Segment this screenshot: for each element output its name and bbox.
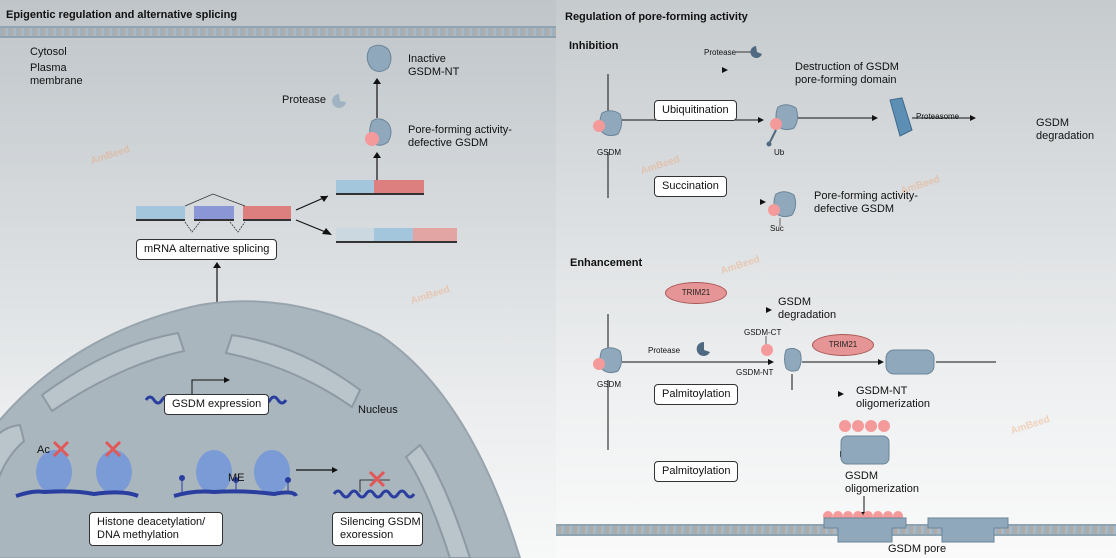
inhibition-heading: Inhibition	[569, 40, 619, 52]
enhancement-degradation-1: GSDM	[778, 296, 811, 308]
histone-line-1: Histone deacetylation/	[97, 516, 206, 528]
epigenetic-panel: Epigentic regulation and alternative spl…	[0, 0, 556, 558]
inhibition-arrows	[593, 46, 976, 226]
gsdm-nt-label: GSDM-NT	[736, 368, 774, 377]
splicing-lines	[184, 193, 332, 235]
oligomerization-2: oligomerization	[845, 483, 919, 495]
inhibition-gsdm-label: GSDM	[597, 148, 621, 157]
plasma-label: Plasma	[30, 62, 67, 74]
inactive-gsdm-nt-icon	[366, 44, 392, 72]
chromatin-structures	[15, 440, 416, 499]
spliced-mrna-2-exon-red	[413, 228, 457, 243]
gsdm-ct-label: GSDM-CT	[744, 328, 782, 337]
palmitoylation-box-2: Palmitoylation	[654, 461, 739, 482]
enhancement-heading: Enhancement	[570, 257, 643, 269]
nucleus-label: Nucleus	[358, 404, 398, 416]
nt-oligomerization-1: GSDM-NT	[856, 385, 908, 397]
gsdm-expression-box: GSDM expression	[164, 394, 270, 415]
pre-mrna-exon-1	[136, 206, 185, 221]
plasma-membrane	[0, 26, 556, 38]
spliced-mrna-2-exon-blue	[374, 228, 413, 243]
nucleus-shape	[0, 300, 522, 558]
spliced-mrna-1-exon-blue	[336, 180, 374, 195]
silencing-line-1: Silencing GSDM	[340, 516, 421, 528]
trim21-oval-top: TRIM21	[665, 282, 727, 304]
spliced-mrna-2-exon-grey	[336, 228, 374, 243]
destruction-label-2: pore-forming domain	[795, 74, 897, 86]
succination-box: Succination	[654, 176, 727, 197]
proteasome-label: Proteasome	[916, 112, 960, 121]
histone-box: Histone deacetylation/ DNA methylation	[89, 512, 223, 546]
pre-mrna-exon-2	[194, 206, 234, 221]
spliced-mrna-1-exon-red	[374, 180, 424, 195]
right-panel-title: Regulation of pore-forming activity	[565, 11, 748, 23]
defective-label-2: defective GSDM	[408, 137, 489, 149]
defective-gsdm-icon	[365, 118, 392, 146]
membrane-label: membrane	[30, 75, 83, 87]
inhibition-protease-label: Protease	[704, 48, 737, 57]
left-panel-title: Epigentic regulation and alternative spl…	[6, 9, 238, 21]
inactive-label-1: Inactive	[408, 53, 446, 65]
inhibition-degradation-2: degradation	[1036, 130, 1095, 142]
pore-regulation-panel: Regulation of pore-forming activity Inhi…	[556, 0, 1116, 558]
inhibition-defective-2: defective GSDM	[814, 203, 895, 215]
enhancement-degradation-2: degradation	[778, 309, 837, 321]
ubiquitination-box: Ubiquitination	[654, 100, 737, 121]
nt-oligomerization-2: oligomerization	[856, 398, 930, 410]
protease-label: Protease	[282, 94, 327, 106]
oligomerization-1: GSDM	[845, 470, 878, 482]
inactive-label-2: GSDM-NT	[408, 66, 460, 78]
arrow-up-to-inactive	[373, 78, 381, 118]
methyl-label: ME	[228, 472, 245, 484]
suc-label: Suc	[770, 224, 784, 233]
pre-mrna-exon-3	[243, 206, 291, 221]
ub-label: Ub	[774, 148, 785, 157]
enhancement-protease-label: Protease	[648, 346, 681, 355]
arrow-up-to-defective	[373, 152, 381, 180]
cytosol-label: Cytosol	[30, 46, 67, 58]
mrna-splicing-box: mRNA alternative splicing	[136, 239, 278, 260]
enhancement-arrows	[593, 307, 1003, 525]
gsdm-pore-label: GSDM pore	[888, 543, 947, 555]
histone-line-2: DNA methylation	[97, 529, 179, 541]
enhancement-gsdm-label: GSDM	[597, 380, 621, 389]
gsdm-pores	[823, 511, 1009, 543]
trim21-oval-middle: TRIM21	[812, 334, 874, 356]
inhibition-degradation-1: GSDM	[1036, 117, 1069, 129]
palmitoylation-box-1: Palmitoylation	[654, 384, 739, 405]
silencing-line-2: exoression	[340, 529, 394, 541]
silencing-box: Silencing GSDM exoression	[332, 512, 423, 546]
destruction-label-1: Destruction of GSDM	[795, 61, 899, 73]
protease-icon	[332, 94, 346, 108]
defective-label-1: Pore-forming activity-	[408, 124, 512, 136]
acetyl-label: Ac	[37, 444, 50, 456]
inhibition-defective-1: Pore-forming activity-	[814, 190, 918, 202]
